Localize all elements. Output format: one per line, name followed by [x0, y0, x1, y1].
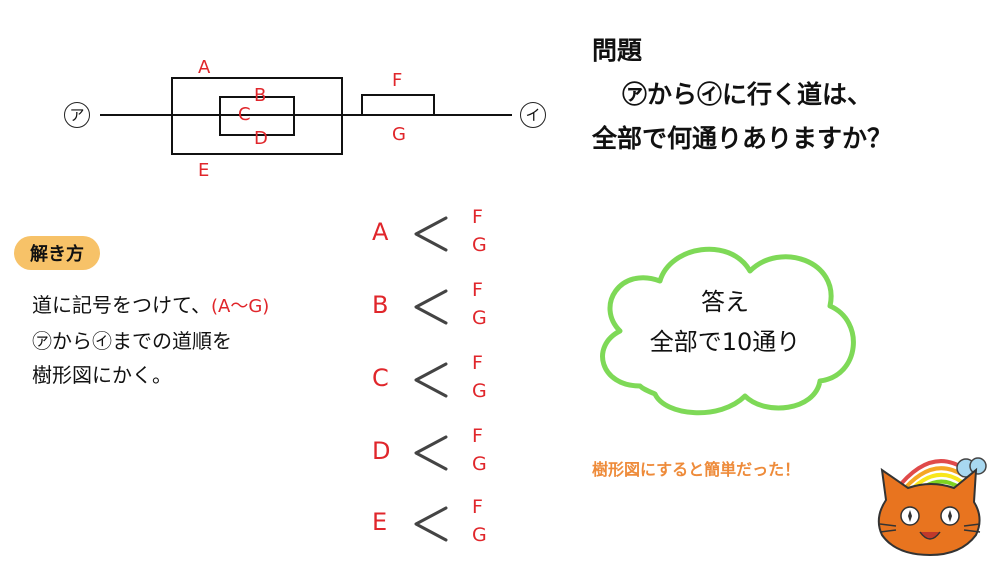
tree-branch-top: F [472, 425, 483, 447]
end-node-label: イ [520, 102, 546, 128]
method-line1-text: 道に記号をつけて、 [32, 293, 211, 317]
answer-text: 答え 全部で10通り [610, 282, 840, 362]
label-D: D [254, 128, 268, 149]
method-range: (A～G) [211, 296, 270, 317]
tree-letter: A [372, 218, 389, 246]
tree-letter: E [372, 508, 388, 536]
label-C: C [238, 104, 251, 125]
tree-branch-top: F [472, 279, 483, 301]
path-diagram [100, 77, 512, 155]
tree-row-D: D F G [366, 423, 496, 483]
answer-cloud [600, 246, 856, 416]
comment-text: 樹形図にすると簡単だった！ [592, 460, 801, 479]
box-FG [361, 94, 435, 116]
answer-line1: 答え [701, 288, 749, 316]
label-B: B [254, 85, 267, 106]
tree-branch-bottom: G [472, 307, 487, 329]
label-E: E [198, 160, 210, 181]
tree-branch-bottom: G [472, 234, 487, 256]
tree-row-A: A F G [366, 204, 496, 264]
tree-row-B: B F G [366, 277, 496, 337]
question-title: 問題 [592, 36, 643, 65]
method-line1: 道に記号をつけて、(A～G) [32, 288, 352, 324]
tree-letter: B [372, 291, 389, 319]
label-A: A [198, 57, 211, 78]
tree-row-E: E F G [366, 494, 496, 554]
tree-row-C: C F G [366, 350, 496, 410]
method-line3: 樹形図にかく。 [32, 363, 172, 387]
question-line1: ㋐から㋑に行く道は、 [622, 80, 873, 109]
tree-diagram: A F G B F G C F G D F G E F G [366, 204, 496, 554]
branch-icon [414, 216, 448, 252]
method-badge: 解き方 [14, 236, 100, 270]
cat-mascot [877, 457, 987, 557]
tree-branch-top: F [472, 496, 483, 518]
tree-branch-top: F [472, 206, 483, 228]
tree-letter: D [372, 437, 391, 465]
question-line2: 全部で何通りありますか？ [592, 124, 893, 153]
label-F: F [392, 70, 403, 91]
tree-branch-bottom: G [472, 524, 487, 546]
tree-branch-bottom: G [472, 453, 487, 475]
branch-icon [414, 506, 448, 542]
tree-letter: C [372, 364, 389, 392]
label-G: G [392, 124, 406, 145]
branch-icon [414, 435, 448, 471]
method-text: 道に記号をつけて、(A～G) ㋐から㋑までの道順を 樹形図にかく。 [32, 288, 352, 392]
tree-branch-top: F [472, 352, 483, 374]
branch-icon [414, 362, 448, 398]
answer-line2: 全部で10通り [649, 328, 801, 356]
tree-branch-bottom: G [472, 380, 487, 402]
method-line2: ㋐から㋑までの道順を [32, 329, 232, 353]
branch-icon [414, 289, 448, 325]
start-node-label: ア [64, 102, 90, 128]
